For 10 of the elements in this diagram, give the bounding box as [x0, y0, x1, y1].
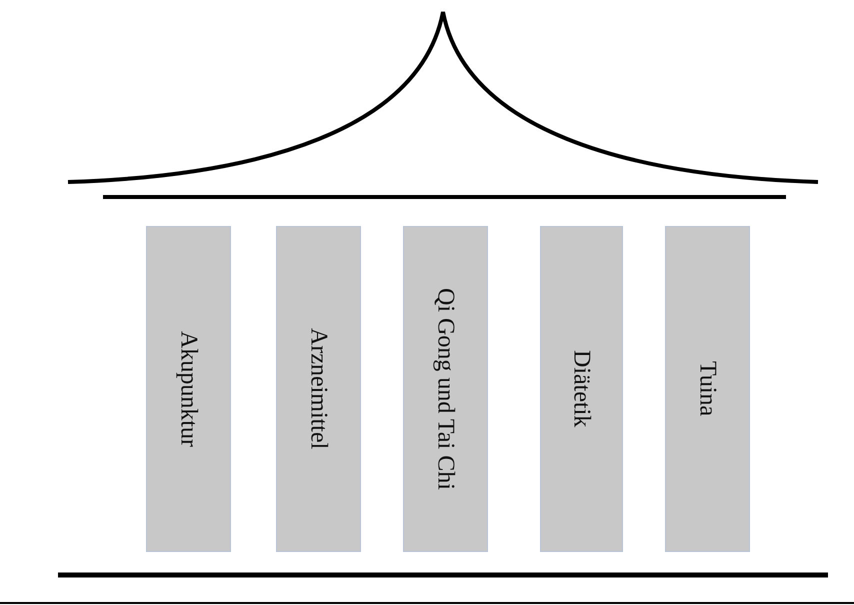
pillar-label: Diätetik	[570, 350, 594, 428]
pillar	[540, 226, 623, 552]
pillar	[665, 226, 750, 552]
pillar	[403, 226, 488, 552]
pillar	[146, 226, 231, 552]
pillar-label: Arzneimittel	[306, 328, 330, 450]
pillar-label: Qi Gong und Tai Chi	[434, 288, 458, 490]
pillar-label: Akupunktur	[176, 331, 200, 447]
pillar-label: Tuina	[696, 361, 720, 417]
pillar	[276, 226, 361, 552]
